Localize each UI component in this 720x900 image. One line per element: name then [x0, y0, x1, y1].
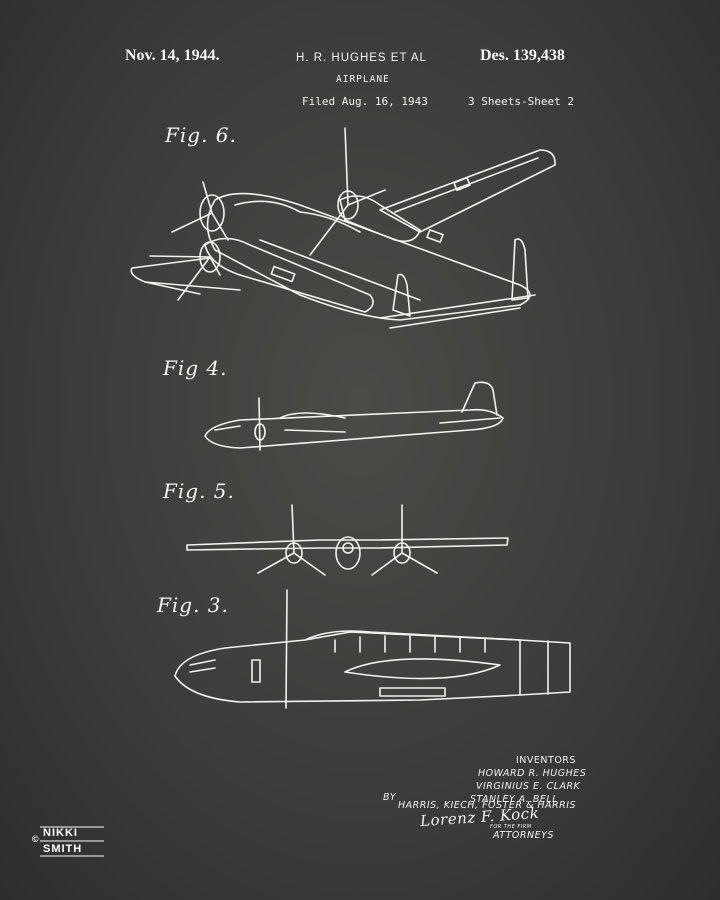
- artist-watermark-logo: © NIKKI SMITH: [32, 823, 112, 859]
- inventor-name-1: HOWARD R. HUGHES: [478, 768, 586, 779]
- figure-6-perspective-drawing: [131, 128, 555, 328]
- by-label: BY: [383, 792, 396, 803]
- watermark-line-1: NIKKI: [43, 827, 78, 839]
- inventors-heading: INVENTORS: [516, 755, 576, 766]
- figure-4-side-drawing: [205, 382, 503, 450]
- copyright-symbol: ©: [32, 834, 40, 844]
- figure-3-detail-drawing: [175, 590, 570, 708]
- watermark-line-2: SMITH: [43, 843, 82, 855]
- attorneys-label: ATTORNEYS: [493, 830, 554, 841]
- inventor-name-2: VIRGINIUS E. CLARK: [476, 781, 580, 792]
- figure-5-front-drawing: [187, 505, 508, 575]
